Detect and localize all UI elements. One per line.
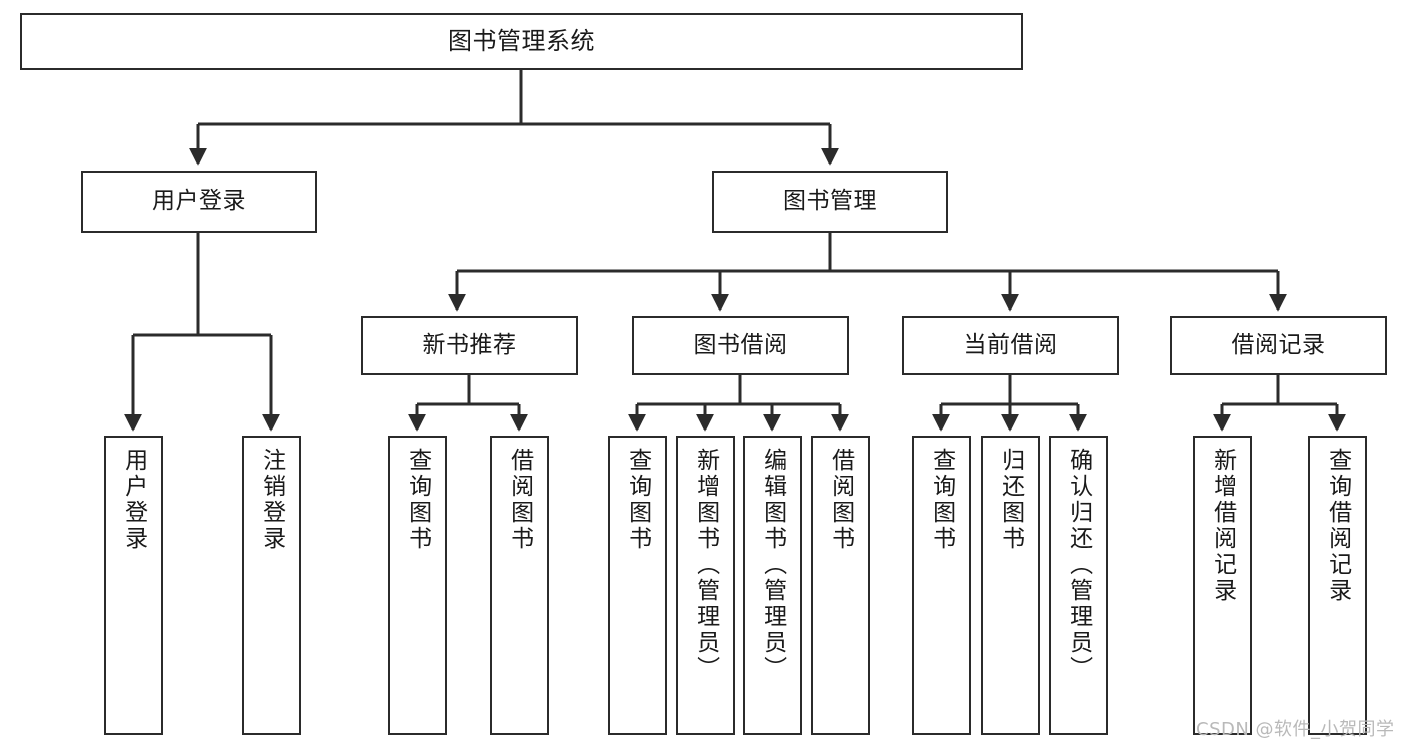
node-book-management[interactable]: 图书管理: [712, 171, 948, 233]
node-label: 新增图书（管理员）: [692, 448, 719, 682]
node-label: 图书管理: [783, 188, 877, 215]
node-label: 归还图书: [997, 448, 1024, 552]
node-label: 借阅图书: [506, 448, 533, 552]
node-label: 新增借阅记录: [1209, 448, 1236, 604]
node-label: 借阅图书: [827, 448, 854, 552]
leaf-borrow-book-2[interactable]: 借阅图书: [811, 436, 870, 735]
node-label: 借阅记录: [1231, 331, 1326, 358]
node-label: 注销登录: [258, 448, 285, 552]
node-label: 用户登录: [120, 448, 147, 552]
leaf-return-book[interactable]: 归还图书: [981, 436, 1040, 735]
node-label: 确认归还（管理员）: [1065, 448, 1092, 682]
node-label: 查询借阅记录: [1324, 448, 1351, 604]
csdn-watermark: CSDN @软件_小贺同学: [1196, 719, 1395, 740]
leaf-query-book-1[interactable]: 查询图书: [388, 436, 447, 735]
leaf-confirm-return[interactable]: 确认归还（管理员）: [1049, 436, 1108, 735]
leaf-add-record[interactable]: 新增借阅记录: [1193, 436, 1252, 735]
leaf-query-record[interactable]: 查询借阅记录: [1308, 436, 1367, 735]
leaf-edit-book[interactable]: 编辑图书（管理员）: [743, 436, 802, 735]
leaf-user-login[interactable]: 用户登录: [104, 436, 163, 735]
node-label: 新书推荐: [422, 331, 517, 358]
leaf-add-book[interactable]: 新增图书（管理员）: [676, 436, 735, 735]
leaf-query-book-2[interactable]: 查询图书: [608, 436, 667, 735]
leaf-borrow-book-1[interactable]: 借阅图书: [490, 436, 549, 735]
node-current-borrow[interactable]: 当前借阅: [902, 316, 1119, 375]
node-borrow-record[interactable]: 借阅记录: [1170, 316, 1387, 375]
node-label: 查询图书: [404, 448, 431, 552]
node-label: 图书管理系统: [448, 27, 595, 56]
node-label: 当前借阅: [963, 331, 1058, 358]
leaf-query-book-3[interactable]: 查询图书: [912, 436, 971, 735]
node-user-login[interactable]: 用户登录: [81, 171, 317, 233]
node-book-borrow[interactable]: 图书借阅: [632, 316, 849, 375]
node-label: 查询图书: [928, 448, 955, 552]
node-label: 编辑图书（管理员）: [759, 448, 786, 682]
node-new-book-recommend[interactable]: 新书推荐: [361, 316, 578, 375]
node-label: 查询图书: [624, 448, 651, 552]
node-label: 图书借阅: [693, 331, 788, 358]
node-label: 用户登录: [152, 188, 246, 215]
node-root-system[interactable]: 图书管理系统: [20, 13, 1023, 70]
leaf-logout[interactable]: 注销登录: [242, 436, 301, 735]
